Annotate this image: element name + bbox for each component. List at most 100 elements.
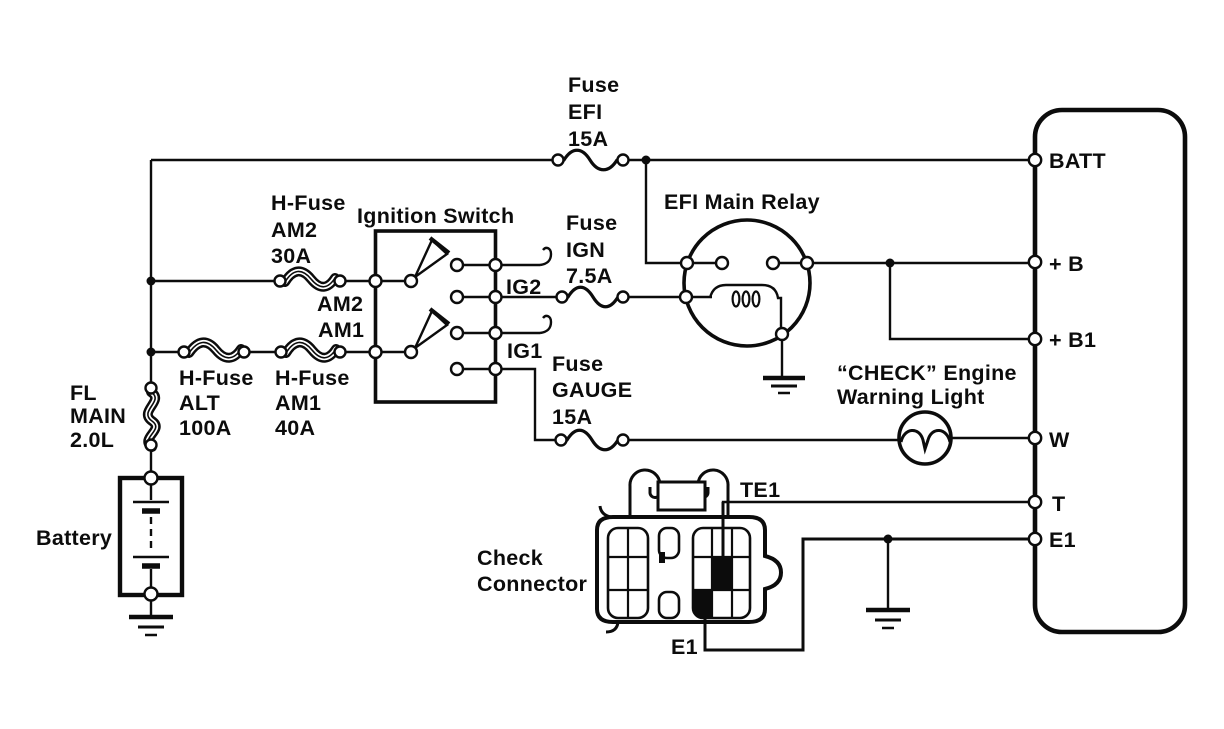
check-connector-label-line1: Check (477, 546, 543, 570)
ecu-terminal-label-batt: BATT (1049, 149, 1106, 173)
ignition-switch-edge-terminal-1 (488, 257, 503, 273)
fuse-gauge-element (565, 428, 620, 452)
ecu-terminal-label-plus-b: + B (1049, 252, 1084, 276)
wire-ig1-to-fuse-gauge (501, 367, 555, 442)
h-fuse-alt-symbol (177, 337, 251, 363)
ignition-switch-terminal-am1 (368, 344, 383, 360)
am1-wire-label: AM1 (318, 318, 364, 342)
ecu-terminal-w (1027, 430, 1043, 446)
fuse-gauge-label-line1: Fuse (552, 352, 603, 376)
ground-symbol-battery (129, 614, 173, 637)
efi-main-relay-label: EFI Main Relay (664, 190, 820, 214)
fuse-gauge-terminal-right (616, 433, 630, 447)
h-fuse-am2-label-line2: AM2 (271, 218, 317, 242)
ground-symbol-relay (763, 375, 805, 395)
h-fuse-am1-label-line3: 40A (275, 416, 315, 440)
relay-coil-loop-3 (751, 290, 761, 308)
check-connector (595, 468, 784, 634)
battery-label: Battery (36, 526, 112, 550)
h-fuse-am2-symbol (273, 266, 347, 292)
h-fuse-am1-band-core (285, 341, 337, 359)
battery-terminal-positive (143, 470, 159, 486)
check-connector-cells-left-grid (608, 528, 648, 618)
ignition-switch (368, 229, 503, 404)
ignition-switch-contact-3 (449, 325, 465, 341)
check-connector-label-line2: Connector (477, 572, 588, 596)
ignition-switch-pivot-upper (403, 273, 419, 289)
check-engine-lamp (897, 410, 953, 466)
fuse-ign-label-line3: 7.5A (566, 264, 613, 288)
ig1-label: IG1 (507, 339, 543, 363)
fuse-ign-label-line2: IGN (566, 238, 605, 262)
ignition-switch-edge-terminal-3 (488, 325, 503, 341)
check-engine-light-label-line1: “CHECK” Engine (837, 361, 1017, 385)
relay-contact-point-right (765, 255, 781, 271)
relay-terminal-contact-in (679, 255, 695, 271)
relay-coil-hump (708, 283, 783, 328)
h-fuse-am1-symbol (274, 337, 347, 363)
check-connector-cell-mid-top (657, 526, 681, 560)
check-connector-bottom-left-curl (605, 621, 620, 634)
e1-pin-label: E1 (671, 635, 698, 659)
ecu-terminal-label-e1: E1 (1049, 528, 1076, 552)
fuse-gauge-label-line2: GAUGE (552, 378, 632, 402)
h-fuse-am2-terminal-right (333, 274, 347, 288)
ignition-switch-contact-4 (449, 361, 465, 377)
fuse-efi-element (562, 148, 619, 172)
ecu-box-group (1027, 107, 1188, 635)
battery-symbol (117, 470, 185, 616)
junction-plus-b-branch (885, 258, 895, 268)
wire-te1-to-t (721, 500, 1028, 557)
h-fuse-alt-terminal-right (237, 345, 251, 359)
fuse-efi-label-line3: 15A (568, 127, 608, 151)
relay-contact-point-left (714, 255, 730, 271)
wire-batt-to-relay-contact (644, 160, 681, 265)
fuse-ign-terminal-left (555, 290, 569, 304)
check-connector-cell-mid-bottom (657, 590, 681, 620)
fuse-gauge-label-line3: 15A (552, 405, 592, 429)
fuse-gauge-terminal-left (554, 433, 568, 447)
check-connector-pin-e1-cell (693, 590, 713, 618)
hook-ig2 (539, 246, 553, 267)
ecu-terminal-label-t: T (1052, 492, 1065, 516)
h-fuse-alt-label-line3: 100A (179, 416, 232, 440)
fuse-ign-label-line1: Fuse (566, 211, 617, 235)
relay-terminal-coil-in (678, 289, 694, 305)
fuse-efi-terminal-left (551, 153, 565, 167)
relay-coil-loop-2 (741, 290, 751, 308)
hook-ig1 (539, 314, 553, 335)
junction-dots (146, 155, 895, 544)
ignition-switch-label: Ignition Switch (357, 204, 514, 228)
labels: Fuse EFI 15A H-Fuse AM2 30A Ignition Swi… (36, 73, 1106, 659)
fuse-efi-terminal-right (616, 153, 630, 167)
fuse-efi-label-line2: EFI (568, 100, 602, 124)
fl-main-label-line2: MAIN (70, 404, 126, 428)
h-fuse-am2-terminal-left (273, 274, 287, 288)
ecu-terminal-plus-b1 (1027, 331, 1043, 347)
check-connector-clip-left (628, 468, 662, 517)
am2-wire-label: AM2 (317, 292, 363, 316)
fuse-ign-element (566, 285, 620, 309)
ignition-switch-contact-2 (449, 289, 465, 305)
check-connector-cell-mid-top-foot (659, 552, 665, 563)
fuse-ign-symbol (555, 285, 630, 309)
ignition-switch-contact-1 (449, 257, 465, 273)
h-fuse-am2-band-core (284, 270, 336, 288)
h-fuse-alt-band-core (188, 341, 242, 359)
h-fuse-alt-terminal-left (177, 345, 191, 359)
fuse-efi-symbol (551, 148, 630, 172)
ignition-switch-box (373, 229, 498, 404)
junction-e1-ground (883, 534, 893, 544)
efi-main-relay (678, 218, 815, 377)
wire-branch-to-plus-b1 (888, 263, 1028, 341)
relay-body (682, 218, 812, 348)
check-engine-light-label-line2: Warning Light (837, 385, 985, 409)
junction-batt-relay (641, 155, 651, 165)
h-fuse-alt-label-line1: H-Fuse (179, 366, 254, 390)
ecu-terminal-e1 (1027, 531, 1043, 547)
h-fuse-am1-label-line2: AM1 (275, 391, 321, 415)
fuse-ign-terminal-right (616, 290, 630, 304)
ecu-terminal-t (1027, 494, 1043, 510)
